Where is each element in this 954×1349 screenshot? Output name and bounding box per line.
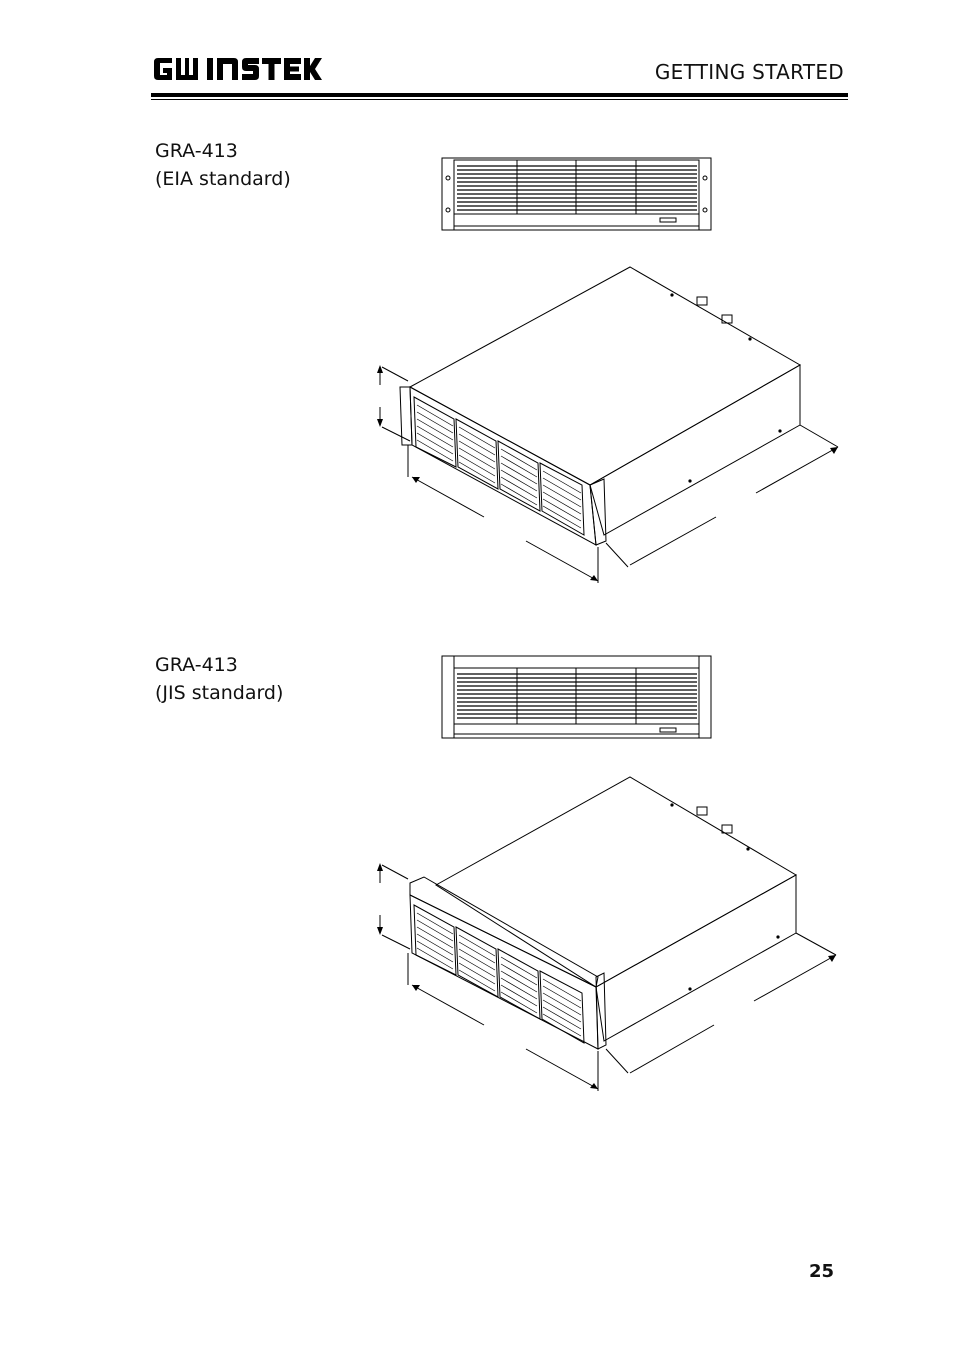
jis-model-label: GRA-413 — [155, 654, 238, 676]
eia-front-view — [441, 157, 712, 231]
jis-caption: GRA-413 (JIS standard) — [155, 651, 283, 707]
eia-caption: GRA-413 (EIA standard) — [155, 137, 291, 193]
section-title: GETTING STARTED — [654, 60, 844, 84]
gw-instek-logo — [154, 58, 322, 80]
header-rule — [151, 93, 848, 97]
jis-standard-label: (JIS standard) — [155, 682, 284, 704]
jis-front-view — [441, 655, 712, 739]
eia-model-label: GRA-413 — [155, 140, 238, 162]
header-rule-thin — [151, 99, 848, 100]
jis-isometric-view — [377, 776, 837, 1091]
page-number: 25 — [808, 1261, 834, 1282]
eia-isometric-view — [377, 266, 839, 583]
eia-standard-label: (EIA standard) — [155, 168, 291, 190]
